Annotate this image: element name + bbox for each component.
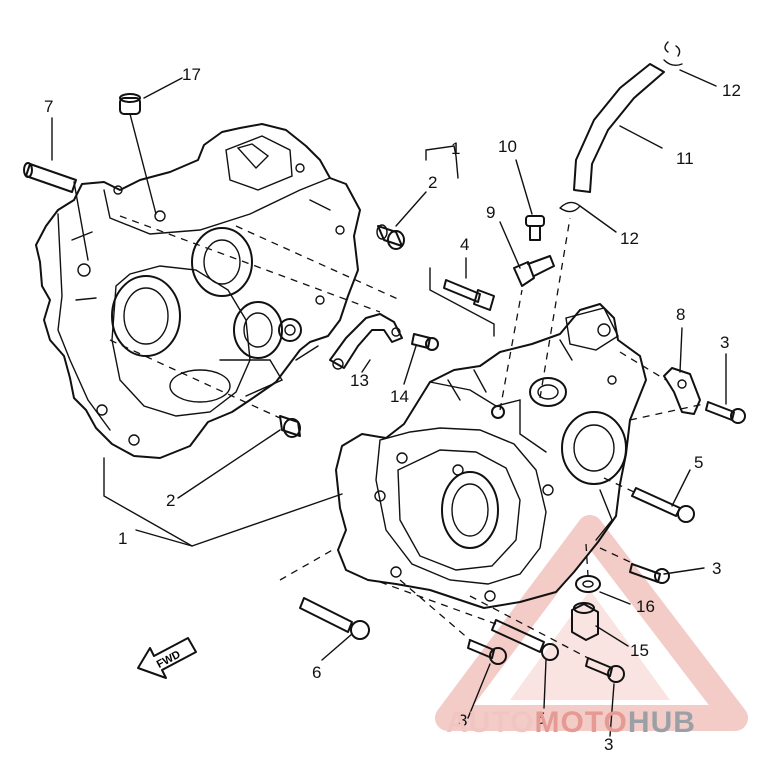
fwd-arrow-icon: FWD bbox=[137, 637, 197, 679]
watermark-part3: HUB bbox=[628, 706, 696, 739]
callout-5-low: 5 bbox=[536, 709, 545, 728]
left-crankcase-half bbox=[35, 123, 361, 459]
callout-11: 11 bbox=[676, 149, 694, 168]
right-crankcase-half bbox=[335, 303, 647, 609]
callout-15: 15 bbox=[630, 641, 649, 660]
callout-10: 10 bbox=[498, 137, 517, 156]
callout-3-right: 3 bbox=[720, 333, 729, 352]
part-12-clip-upper bbox=[663, 41, 683, 67]
part-15-drain-plug bbox=[571, 602, 599, 641]
callout-5-right: 5 bbox=[694, 453, 703, 472]
part-5-bolt-right bbox=[631, 487, 695, 523]
callout-8: 8 bbox=[676, 305, 685, 324]
callout-2-left: 2 bbox=[166, 491, 175, 510]
part-3-bolt-mid bbox=[629, 563, 670, 584]
part-3-bolt-right bbox=[705, 401, 746, 424]
part-11-breather-hose bbox=[573, 63, 665, 193]
part-13-stopper-plate bbox=[329, 313, 403, 370]
watermark-part2: MOTO bbox=[534, 706, 627, 739]
callout-12-mid: 12 bbox=[620, 229, 639, 248]
watermark-part1: AUTO bbox=[446, 706, 534, 739]
part-14-screw bbox=[411, 333, 439, 351]
callout-labels: 1 1 1 2 2 3 3 3 3 4 5 5 5 6 7 8 9 10 11 … bbox=[44, 65, 741, 754]
callout-16: 16 bbox=[636, 597, 655, 616]
callout-12-top: 12 bbox=[722, 81, 741, 100]
part-3-bolt-lower-left bbox=[467, 639, 507, 665]
callout-1-left: 1 bbox=[118, 529, 127, 548]
part-3-bolt-lower-right bbox=[585, 657, 625, 683]
callout-14: 14 bbox=[390, 387, 409, 406]
watermark-logo bbox=[435, 515, 748, 731]
part-4-bolt bbox=[443, 279, 495, 311]
part-9-fitting bbox=[513, 255, 555, 287]
part-12-clip-lower bbox=[559, 201, 581, 213]
callout-3-mid: 3 bbox=[712, 559, 721, 578]
part-7-dowel-pin bbox=[23, 162, 77, 193]
callout-13: 13 bbox=[350, 371, 369, 390]
callout-2-top: 2 bbox=[428, 173, 437, 192]
leader-lines bbox=[51, 69, 727, 737]
part-17-plug bbox=[119, 93, 141, 115]
part-6-bolt bbox=[299, 597, 370, 640]
callout-4: 4 bbox=[460, 235, 469, 254]
callout-9: 9 bbox=[486, 203, 495, 222]
callout-1-top: 1 bbox=[451, 139, 460, 158]
watermark-text: AUTOMOTOHUB bbox=[446, 706, 696, 739]
part-10-screw bbox=[525, 215, 545, 241]
svg-text:AUTOMOTOHUB: AUTOMOTOHUB bbox=[446, 706, 696, 739]
part-8-clamp bbox=[663, 367, 701, 415]
callout-3-low-r: 3 bbox=[604, 735, 613, 754]
part-2-dowel-upper bbox=[376, 224, 405, 250]
part-16-washer bbox=[575, 575, 601, 593]
callout-17: 17 bbox=[182, 65, 201, 84]
part-5-bolt-lower bbox=[491, 619, 559, 661]
part-2-dowel-lower bbox=[279, 415, 301, 438]
callout-6: 6 bbox=[312, 663, 321, 682]
callout-3-low-l: 3 bbox=[458, 711, 467, 730]
callout-7: 7 bbox=[44, 97, 53, 116]
